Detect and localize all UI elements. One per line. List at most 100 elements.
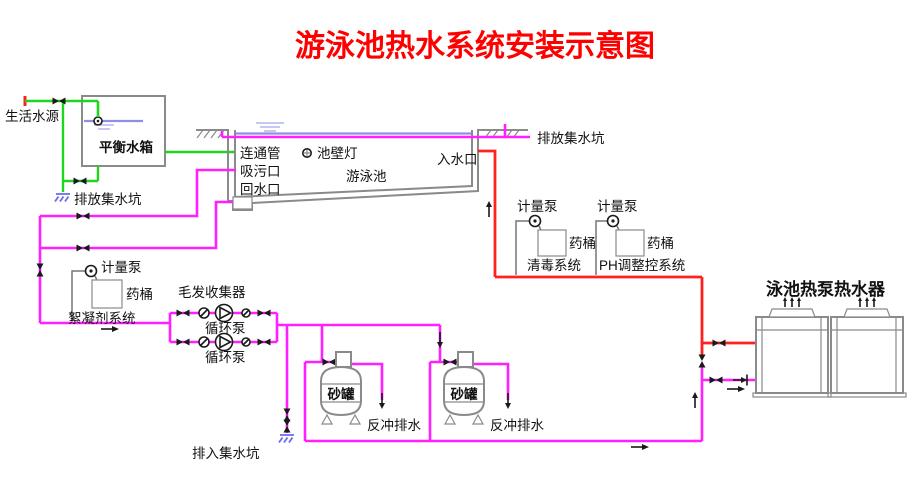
ground-hatch-left	[196, 129, 225, 139]
heat-pump-unit-2	[827, 296, 907, 398]
label-drain-pit-top: 排放集水坑	[537, 131, 605, 146]
valve-icon	[76, 244, 90, 252]
pump-icon	[214, 332, 234, 352]
label-backwash-1: 反冲排水	[367, 418, 421, 433]
sand-tank1-piping	[303, 325, 384, 441]
label-ph-system: PH调整控系统	[599, 258, 685, 273]
page-title: 游泳池热水系统安装示意图	[295, 29, 655, 63]
label-hair-collector: 毛发收集器	[178, 285, 246, 300]
flow-arrow	[436, 331, 444, 349]
label-connecting-pipe: 连通管	[240, 146, 281, 161]
drain-pit-icon	[278, 434, 295, 444]
label-circ-pump-1: 循环泵	[205, 321, 246, 336]
sand-tank1-legs	[320, 413, 362, 425]
drain-pit-icon	[54, 193, 71, 203]
valve-icon	[73, 177, 87, 185]
label-circ-pump-2: 循环泵	[205, 350, 246, 365]
pool-sump	[232, 196, 253, 210]
valve-icon	[257, 309, 271, 317]
heat-pump-panels	[831, 317, 903, 393]
sand-tank1-bands	[321, 383, 361, 403]
sand-tank2-body	[443, 365, 485, 417]
label-chem-barrel-floc: 药桶	[126, 287, 153, 302]
pool-light-icon	[301, 148, 312, 159]
pool-outer-wall	[196, 129, 528, 211]
metering-pump-icon	[84, 264, 98, 278]
heat-pump-body	[755, 316, 829, 394]
label-source: 生活水源	[5, 109, 59, 124]
label-pool-light: 池壁灯	[317, 146, 358, 161]
valve-icon	[36, 263, 44, 277]
ph-system	[595, 214, 645, 275]
disinfect-system	[515, 214, 567, 275]
label-floc-system: 絮凝剂系统	[68, 310, 136, 326]
valve-icon	[76, 212, 90, 220]
valve-icon	[443, 358, 457, 366]
strainer-icon	[198, 336, 210, 348]
label-return-port: 回水口	[240, 182, 281, 197]
heat-pump-body	[830, 316, 904, 394]
bypass-valve-icon	[698, 354, 706, 368]
label-metering-pump-disinfect: 计量泵	[517, 199, 558, 214]
label-metering-pump-ph: 计量泵	[597, 199, 638, 214]
ground-hatch-right	[484, 129, 520, 139]
suction-port-pipe	[40, 168, 236, 218]
heat-pump-fan-cap	[768, 308, 816, 318]
chem-barrel	[91, 279, 123, 309]
hot-water-supply-pipe	[478, 149, 756, 356]
check-valve-icon	[241, 308, 251, 318]
pool-water-waves	[256, 122, 284, 132]
label-metering-pump-floc: 计量泵	[101, 260, 142, 275]
label-suction-port: 吸污口	[240, 164, 281, 179]
label-pool: 游泳池	[346, 169, 387, 184]
balance-tank-body	[81, 95, 166, 167]
flow-arrow	[726, 385, 746, 393]
sand-tank2-cap	[457, 351, 474, 368]
heat-pump-unit-1	[752, 296, 832, 398]
valve-icon	[257, 338, 271, 346]
valve-icon	[712, 339, 726, 347]
label-drain-pit-bottom: 排入集水坑	[192, 446, 260, 461]
label-balance-tank: 平衡水箱	[99, 139, 153, 155]
label-heater: 泳池热泵热水器	[766, 279, 886, 299]
label-backwash-2: 反冲排水	[490, 418, 544, 433]
label-sand-tank-1: 砂罐	[328, 386, 355, 402]
flow-arrow	[485, 200, 493, 218]
valve-icon	[709, 376, 723, 384]
metering-pump-icon	[606, 214, 620, 228]
label-drain-pit-left: 排放集水坑	[74, 192, 142, 207]
chem-barrel	[615, 229, 645, 257]
label-chem-barrel-disinfect: 药桶	[569, 236, 596, 251]
sand-tank2-legs	[443, 413, 485, 425]
flow-arrow	[100, 325, 120, 333]
valve-icon	[176, 338, 190, 346]
check-valve-head	[741, 377, 747, 383]
valve-icon	[176, 309, 190, 317]
pool-light-cross	[304, 150, 310, 156]
label-sand-tank-2: 砂罐	[451, 386, 478, 402]
pool-inner-wall	[234, 130, 473, 199]
flocculant-system	[71, 264, 123, 321]
pump-icon	[214, 303, 234, 323]
check-valve-icon	[241, 337, 251, 347]
valve-icon	[52, 97, 66, 105]
heat-pump-base	[827, 392, 907, 398]
chem-barrel	[537, 229, 567, 257]
flow-arrow	[691, 391, 699, 409]
sand-tank2-bands	[444, 383, 484, 403]
label-inlet: 入水口	[437, 152, 478, 167]
sand-tank1-cap	[335, 351, 352, 368]
flow-arrow	[630, 443, 650, 451]
sand-tank1-body	[320, 365, 362, 417]
strainer-icon	[198, 307, 210, 319]
valve-icon	[322, 358, 336, 366]
backwash-arrow	[378, 392, 386, 410]
label-chem-barrel-ph: 药桶	[647, 236, 674, 251]
heat-pump-panels	[756, 317, 828, 393]
label-disinfect-system: 清毒系统	[527, 258, 581, 273]
float-valve-dot	[96, 119, 100, 123]
backwash-arrow	[504, 392, 512, 410]
overflow-drain-pipe	[220, 124, 530, 139]
